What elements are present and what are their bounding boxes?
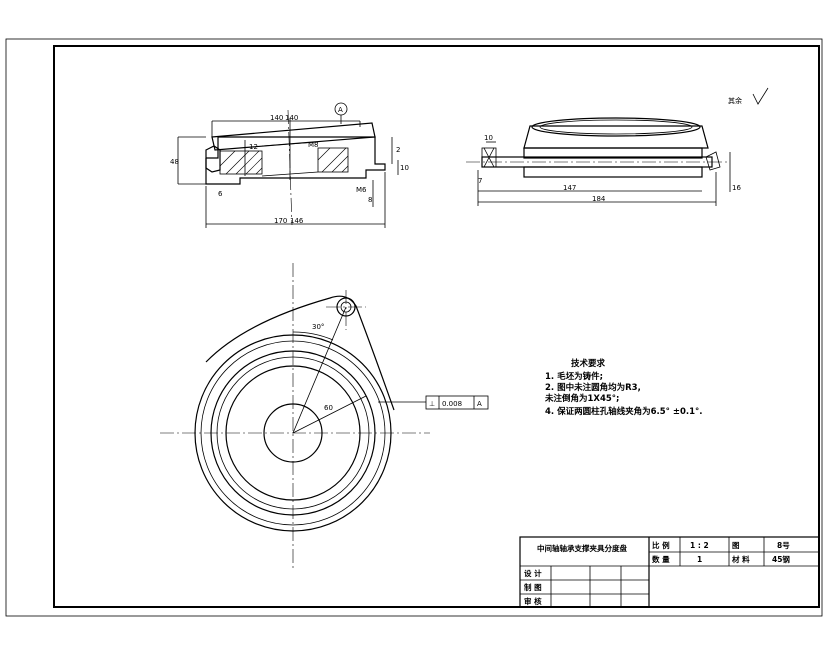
datum-a-label: A (338, 106, 343, 114)
tech-req-item-3: 未注倒角为1X45°; (544, 393, 619, 404)
dim-height-left: 48 (170, 158, 179, 166)
reviewer-label: 审 核 (524, 596, 542, 606)
dim-side-7: 7 (478, 177, 482, 185)
title-block: 中间轴轴承支撑夹具分度盘 比 例 1 : 2 图 8号 数 量 1 材 料 45… (519, 536, 820, 608)
tech-req-title: 技术要求 (571, 358, 606, 369)
dim-side-184: 184 (592, 195, 606, 203)
plan-view: 30° 60 ⊥ 0.008 A (160, 263, 489, 570)
material-label: 材 料 (732, 554, 750, 564)
drawing-title: 中间轴轴承支撑夹具分度盘 (537, 543, 627, 553)
tolerance-symbol: ⊥ (429, 400, 435, 408)
tolerance-datum: A (477, 400, 482, 408)
qty-value: 1 (697, 555, 702, 564)
dim-inner-m8: M8 (308, 141, 319, 149)
dim-right-h: 2 (396, 146, 400, 154)
dim-overall: 170 (274, 217, 287, 225)
dim-right-10: 10 (400, 164, 409, 172)
dim-bottom-m6: M6 (356, 186, 367, 194)
tech-req-item-1: 1. 毛坯为铸件; (545, 371, 603, 382)
plan-radius: 60 (324, 404, 333, 412)
drawing-no-value: 8号 (777, 541, 790, 550)
technical-requirements: 技术要求 1. 毛坯为铸件; 2. 图中未注圆角均为R3, 未注倒角为1X45°… (544, 358, 703, 417)
dim-bottom-6: 6 (218, 190, 223, 198)
dim-side-147: 147 (563, 184, 576, 192)
dim-side-16: 16 (732, 184, 741, 192)
roughness-symbol-icon (752, 87, 769, 105)
side-view: 10 7 147 184 16 其余 (466, 87, 769, 206)
material-value: 45钢 (772, 554, 790, 564)
drafter-label: 制 图 (524, 582, 542, 592)
dim-inner-d: 12 (249, 143, 258, 151)
drawing-no-label: 图 (732, 541, 740, 550)
dim-overall-h: 146 (290, 217, 304, 225)
tech-req-item-2: 2. 图中未注圆角均为R3, (545, 382, 641, 393)
inner-frame (53, 45, 820, 608)
section-view: 140 140 A 48 M8 12 2 10 6 8 M6 170 146 (170, 102, 409, 228)
designer-label: 设 计 (524, 568, 542, 578)
dim-top-h: 140 (285, 114, 298, 122)
tech-req-item-4: 4. 保证两圆柱孔轴线夹角为6.5° ±0.1°. (545, 406, 703, 417)
outer-border (5, 38, 823, 617)
dim-bottom-8: 8 (368, 196, 372, 204)
dim-top-width: 140 (270, 114, 283, 122)
qty-label: 数 量 (652, 554, 670, 564)
tolerance-value: 0.008 (442, 400, 462, 408)
scale-label: 比 例 (652, 540, 670, 550)
plan-angle: 30° (312, 323, 324, 331)
dim-side-10: 10 (484, 134, 493, 142)
roughness-label: 其余 (728, 96, 742, 105)
scale-value: 1 : 2 (690, 541, 709, 550)
